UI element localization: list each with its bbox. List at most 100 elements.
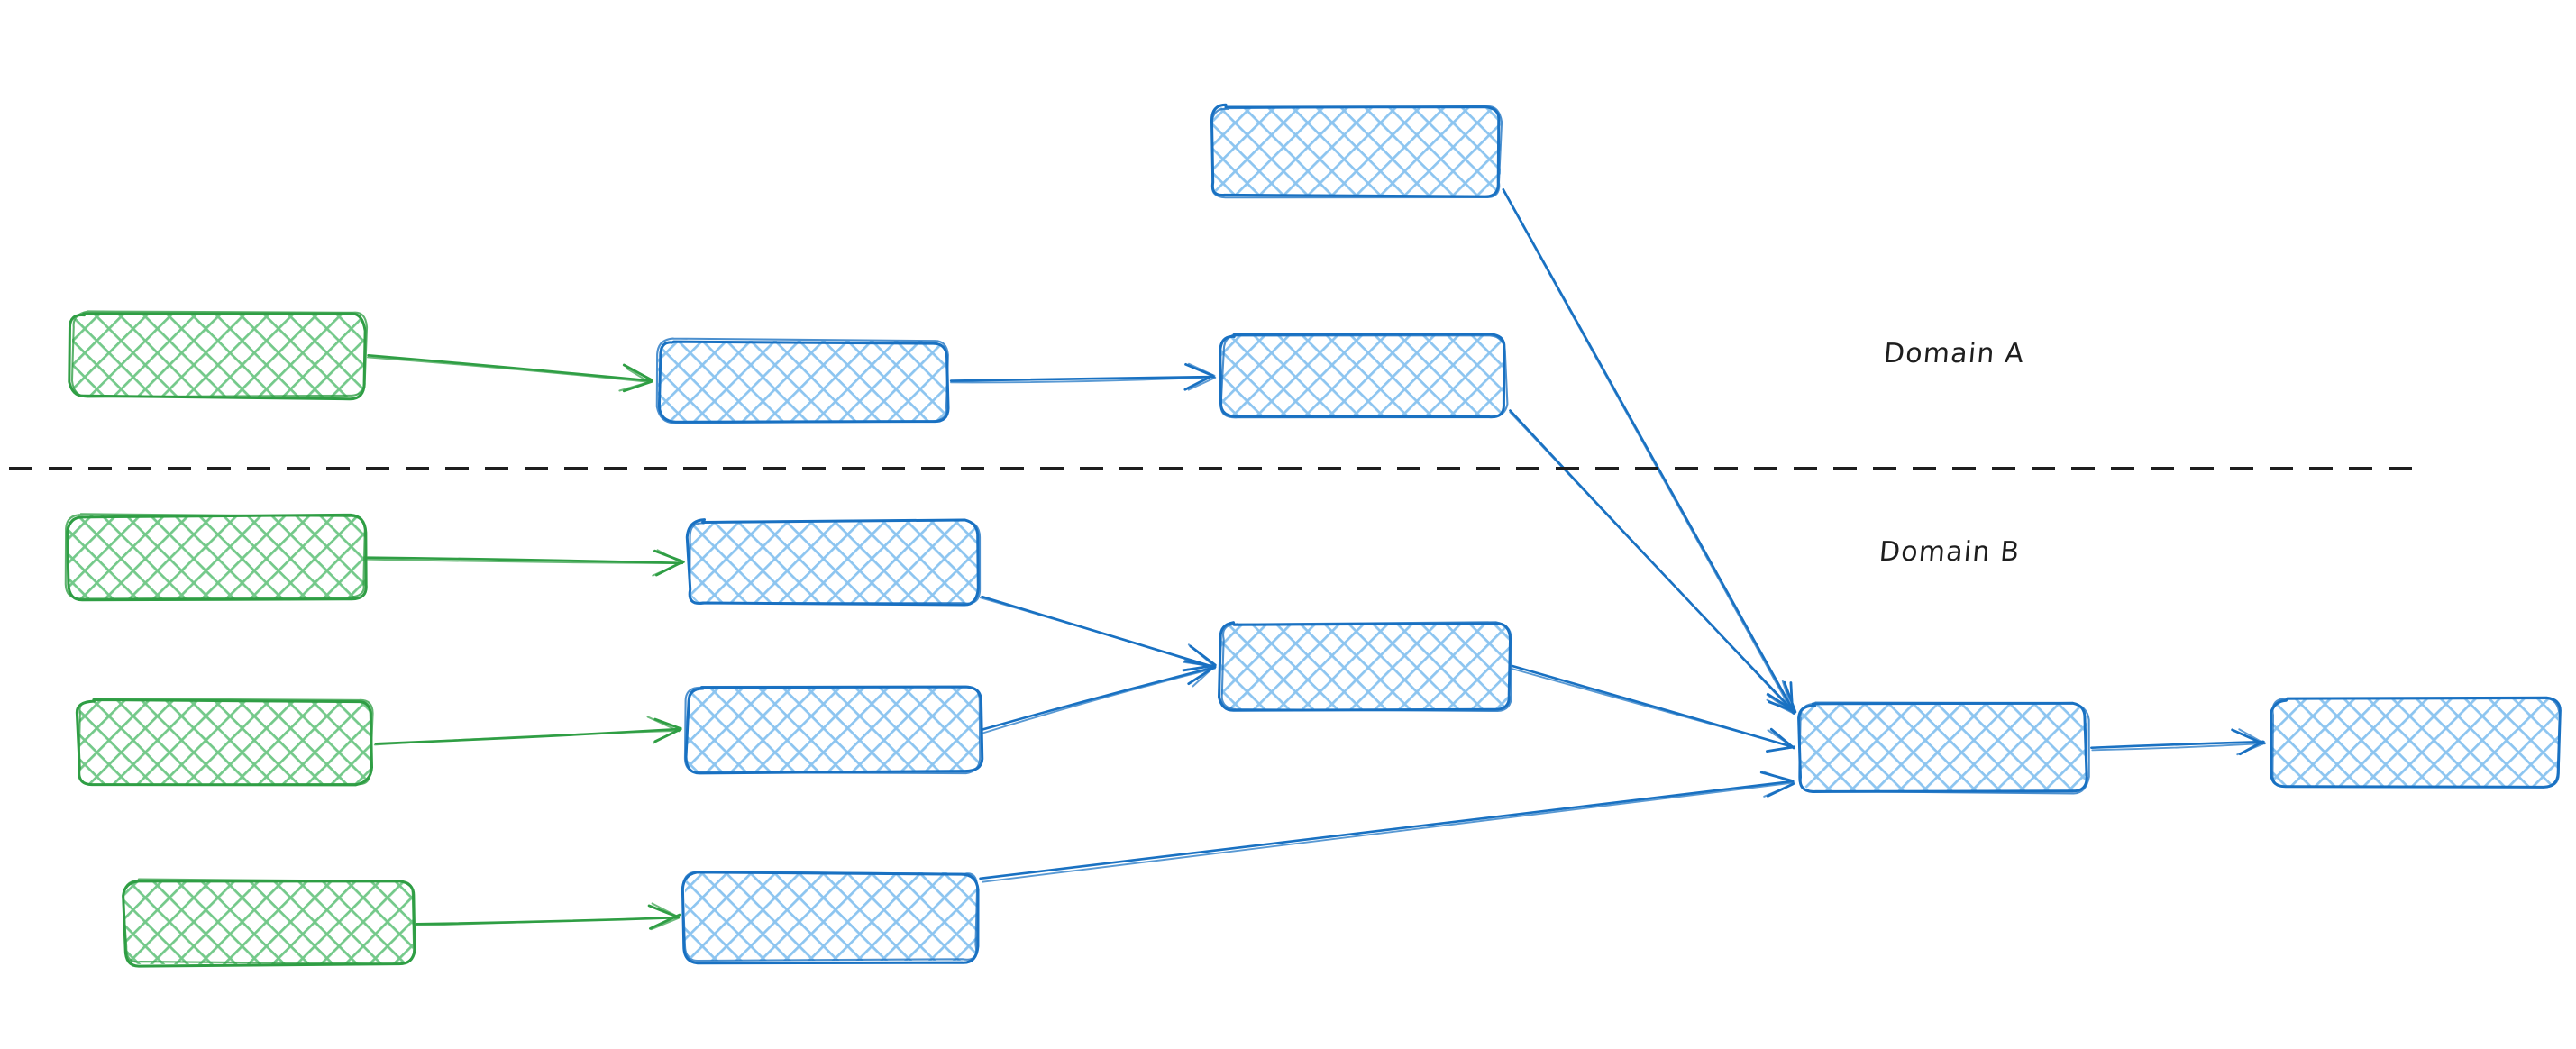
arrow-shaft bbox=[1509, 411, 1795, 715]
edge-e6 bbox=[373, 716, 682, 746]
arrow-shaft bbox=[950, 376, 1216, 384]
node-outline bbox=[2271, 697, 2561, 789]
arrow-head-barb-2 bbox=[1781, 680, 1794, 712]
arrow-head-barb-1 bbox=[618, 379, 653, 392]
arrow-head-barb-2 bbox=[1763, 771, 1794, 784]
node-outline bbox=[689, 518, 982, 605]
arrow-head-barb-2 bbox=[622, 363, 653, 381]
arrow-shaft bbox=[979, 780, 1795, 880]
arrow-shaft bbox=[1503, 189, 1795, 715]
arrow-head-barb-1 bbox=[1763, 782, 1795, 798]
arrow-shaft bbox=[366, 556, 684, 565]
arrow-head-barb-1 bbox=[652, 561, 685, 577]
domain-b-label: Domain B bbox=[1877, 536, 2022, 568]
arrow-head-barb-1 bbox=[1183, 374, 1214, 391]
arrow-head-barb-2 bbox=[656, 549, 683, 564]
node-blue-b6[interactable] bbox=[2268, 695, 2562, 790]
arrow-shaft bbox=[980, 597, 1216, 670]
node-outline bbox=[1220, 621, 1512, 713]
node-blue-b2[interactable] bbox=[683, 683, 984, 776]
node-fill bbox=[1221, 624, 1510, 709]
node-outline bbox=[1210, 105, 1503, 199]
node-blue-a1[interactable] bbox=[654, 337, 950, 425]
edge-e9 bbox=[982, 660, 1217, 734]
node-fill bbox=[2271, 698, 2558, 787]
arrow-shaft bbox=[949, 375, 1215, 382]
arrow-head-barb-1 bbox=[2236, 742, 2266, 756]
arrow-head-barb-2 bbox=[1183, 661, 1217, 668]
node-fill bbox=[687, 687, 980, 772]
node-fill bbox=[124, 881, 413, 964]
node-blue-b3[interactable] bbox=[681, 869, 982, 965]
arrow-shaft bbox=[373, 729, 681, 746]
node-blue-a2[interactable] bbox=[1218, 332, 1509, 422]
node-green-b1[interactable] bbox=[64, 512, 369, 602]
edge-e5 bbox=[366, 549, 685, 577]
arrow-shaft bbox=[2090, 740, 2265, 750]
node-outline bbox=[68, 312, 367, 401]
arrow-head-barb-2 bbox=[1187, 643, 1215, 667]
edge-e2 bbox=[949, 362, 1217, 391]
arrow-shaft bbox=[415, 917, 679, 926]
node-fill bbox=[685, 872, 978, 961]
node-outline bbox=[64, 513, 366, 600]
edge-e11 bbox=[979, 771, 1795, 883]
nodes-layer bbox=[64, 103, 2562, 968]
node-outline bbox=[1798, 701, 2090, 795]
node-blue-b4[interactable] bbox=[1218, 620, 1513, 713]
edge-e8 bbox=[980, 595, 1217, 672]
node-green-b3[interactable] bbox=[121, 878, 416, 968]
node-fill bbox=[68, 515, 365, 598]
arrow-shaft bbox=[982, 665, 1217, 731]
domain-a-label: Domain A bbox=[1882, 338, 2026, 369]
edge-e7 bbox=[415, 902, 681, 931]
edge-e1 bbox=[367, 353, 653, 393]
arrow-head-barb-2 bbox=[2238, 728, 2266, 745]
node-fill bbox=[1221, 335, 1505, 418]
node-outline bbox=[122, 878, 416, 965]
node-outline bbox=[655, 337, 949, 424]
node-outline bbox=[78, 698, 374, 787]
node-fill bbox=[79, 701, 372, 784]
arrow-shaft bbox=[367, 356, 652, 384]
node-fill bbox=[1212, 106, 1501, 196]
edge-e12 bbox=[2090, 728, 2266, 756]
edge-e10 bbox=[1511, 664, 1795, 753]
arrow-shaft bbox=[1511, 668, 1795, 748]
node-fill bbox=[72, 314, 365, 397]
node-outline bbox=[683, 685, 982, 775]
arrow-head-barb-1 bbox=[1192, 667, 1214, 688]
node-fill bbox=[690, 521, 978, 604]
arrow-shaft bbox=[367, 558, 682, 565]
arrow-head-barb-2 bbox=[626, 367, 651, 383]
node-outline bbox=[70, 310, 369, 398]
node-blue-b5[interactable] bbox=[1797, 699, 2091, 795]
arrow-head-barb-2 bbox=[651, 902, 680, 918]
node-fill bbox=[658, 341, 946, 422]
arrow-head-barb-2 bbox=[1783, 680, 1797, 714]
node-green-b2[interactable] bbox=[75, 698, 376, 788]
arrow-shaft bbox=[982, 667, 1216, 734]
node-fill bbox=[1801, 703, 2087, 791]
node-green-a1[interactable] bbox=[68, 310, 369, 401]
node-blue-b1[interactable] bbox=[685, 517, 982, 607]
arrow-shaft bbox=[367, 353, 653, 382]
arrow-shaft bbox=[982, 781, 1795, 883]
node-blue-a3[interactable] bbox=[1209, 103, 1504, 200]
edges-layer bbox=[366, 187, 2266, 931]
node-outline bbox=[681, 870, 979, 962]
arrow-head-barb-1 bbox=[1766, 698, 1795, 715]
node-outline bbox=[1210, 103, 1501, 198]
arrow-head-barb-2 bbox=[1188, 362, 1216, 377]
node-outline bbox=[1219, 333, 1509, 419]
arrow-head-barb-2 bbox=[2231, 728, 2264, 745]
arrow-head-barb-2 bbox=[1767, 729, 1795, 749]
arrow-head-barb-1 bbox=[1187, 376, 1217, 391]
arrow-head-barb-1 bbox=[650, 917, 680, 931]
arrow-shaft bbox=[2091, 742, 2266, 752]
edge-e4 bbox=[1509, 409, 1797, 715]
arrow-head-barb-1 bbox=[1766, 746, 1794, 753]
arrow-head-barb-2 bbox=[646, 716, 681, 733]
